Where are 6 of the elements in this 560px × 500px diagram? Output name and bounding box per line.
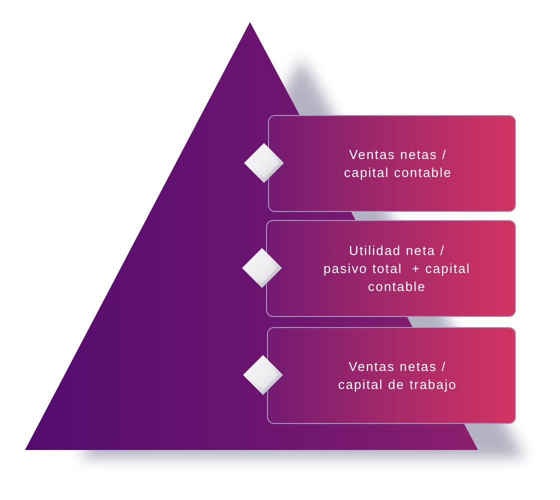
metric-text: Ventas netas / capital contable	[344, 146, 452, 182]
metric-card	[267, 327, 516, 424]
metric-text: Ventas netas / capital de trabajo	[338, 358, 457, 394]
metric-card	[268, 115, 516, 212]
metric-card	[266, 220, 516, 317]
metric-text: Utilidad neta / pasivo total + capital contable	[323, 242, 471, 296]
